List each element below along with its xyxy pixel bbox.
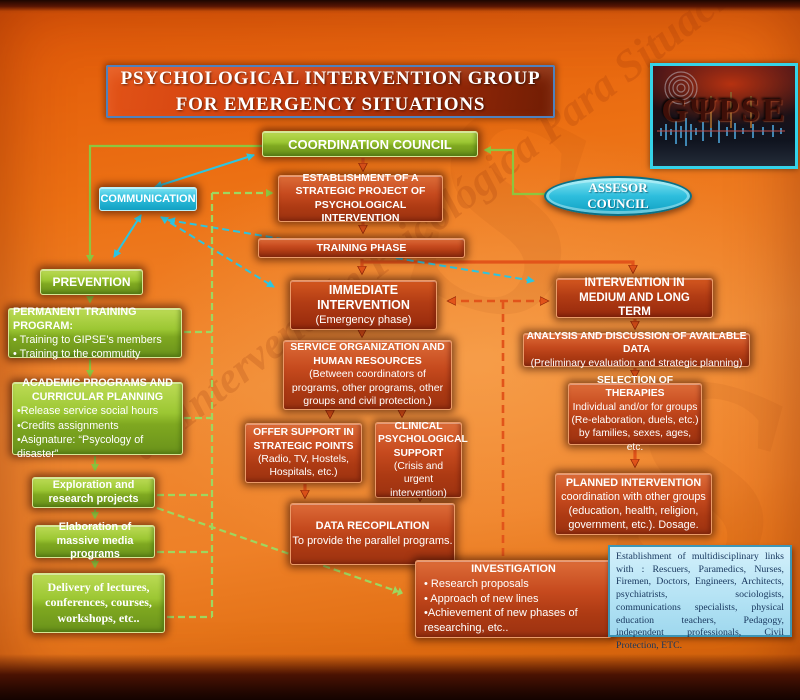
node-label: COMMUNICATION [100,193,196,205]
node-item: • Approach of new lines [424,592,539,605]
node-communication: COMMUNICATION [99,187,197,211]
node-title: ACADEMIC PROGRAMS AND CURRICULAR PLANNIN… [22,377,173,404]
cyan-dashed-links [160,216,535,288]
node-subtitle: (Preliminary evaluation and strategic pl… [530,357,743,369]
links-text: Establishment of multidisciplinary links… [616,551,784,652]
node-item: •Achievement of new phases of researchin… [424,607,578,635]
node-assesor-council: ASSESOR COUNCIL [544,176,692,216]
node-delivery-lectures: Delivery of lectures, conferences, cours… [32,573,165,633]
node-line: ASSESOR [588,179,648,195]
node-label: COORDINATION COUNCIL [288,136,452,152]
node-investigation: INVESTIGATION • Research proposals • App… [415,560,612,638]
gipse-logo: GΨPSE [650,63,798,169]
page-title: PSYCHOLOGICAL INTERVENTION GROUP FOR EME… [106,65,555,118]
node-subtitle: (Crisis and urgent intervention) [390,461,447,499]
node-label: INTERVENTION IN MEDIUM AND LONG TERM [579,276,690,319]
node-immediate-intervention: IMMEDIATE INTERVENTION (Emergency phase) [290,280,437,330]
node-offer-support: OFFER SUPPORT IN STRATEGIC POINTS (Radio… [245,423,362,483]
node-item: •Asignature: “Psycology of disaster” [17,433,144,460]
node-title: SELECTION OF THERAPIES [596,374,674,400]
node-title: OFFER SUPPORT IN STRATEGIC POINTS [253,427,354,452]
logo-wordmark: GΨPSE [661,92,787,129]
node-body: Individual and/or for groups (Re-elabora… [571,401,699,453]
node-item: •Release service social hours [17,405,159,418]
node-line: COUNCIL [587,196,649,211]
node-clinical-psychological-support: CLINICAL PSYCHOLOGICAL SUPPORT (Crisis a… [375,420,468,499]
node-data-recopilation: DATA RECOPILATION To provide the paralle… [290,503,455,565]
node-exploration-research: Exploration and research projects [32,477,155,508]
node-item: • Training to the commutity [13,348,141,361]
node-subtitle: To provide the parallel programs. [292,535,453,547]
node-prevention: PREVENTION [40,269,143,295]
node-title: SERVICE ORGANIZATION AND HUMAN RESOURCES [290,340,445,367]
node-analysis-available-data: ANALYSIS AND DISCUSSION OF AVAILABLE DAT… [523,330,750,369]
node-item: •Credits assignments [17,419,119,432]
node-academic-programs: ACADEMIC PROGRAMS AND CURRICULAR PLANNIN… [12,377,183,460]
node-subtitle: (Between coordinators of programs, other… [291,368,444,408]
node-label: ESTABLISHMENT OF A STRATEGIC PROJECT OF … [295,172,426,224]
multidisciplinary-links-box: Establishment of multidisciplinary links… [608,545,792,651]
node-label: Exploration and research projects [48,479,139,505]
node-label: Delivery of lectures, conferences, cours… [45,579,152,625]
node-body: coordination with other groups (educatio… [561,490,706,532]
bottom-dark-band [0,654,800,700]
node-title: PLANNED INTERVENTION [565,476,702,489]
node-service-organization: SERVICE ORGANIZATION AND HUMAN RESOURCES… [283,340,452,410]
node-title: PERMANENT TRAINING PROGRAM: [13,305,137,332]
cyan-communication-arrows [113,153,255,258]
node-training-phase: TRAINING PHASE [258,238,465,258]
node-planned-intervention: PLANNED INTERVENTION coordination with o… [555,473,712,535]
node-label: Elaboration of massive media programs [56,521,134,561]
node-item: • Training to GIPSE’s members [13,334,162,346]
node-title: IMMEDIATE INTERVENTION [317,282,410,313]
green-dashed-bus [156,189,403,619]
node-subtitle: (Radio, TV, Hostels, Hospitals, etc.) [258,454,349,479]
node-title: ANALYSIS AND DISCUSSION OF AVAILABLE DAT… [526,330,747,356]
green-flow-arrows [86,144,546,569]
node-title: CLINICAL PSYCHOLOGICAL SUPPORT [378,420,468,459]
top-dark-band [0,0,800,14]
node-establishment-strategic-project: ESTABLISHMENT OF A STRATEGIC PROJECT OF … [278,172,443,224]
orange-dashed-links [448,301,548,557]
node-coordination-council: COORDINATION COUNCIL [262,131,478,157]
node-intervention-medium-long-term: INTERVENTION IN MEDIUM AND LONG TERM [556,276,713,319]
node-elaboration-media: Elaboration of massive media programs [35,521,155,560]
node-title: DATA RECOPILATION [315,520,430,533]
title-line2: FOR EMERGENCY SITUATIONS [175,93,486,115]
node-subtitle: (Emergency phase) [315,313,412,326]
node-label: TRAINING PHASE [316,242,407,254]
node-permanent-training-program: PERMANENT TRAINING PROGRAM: • Training t… [8,305,182,361]
logo-art [657,71,785,146]
node-selection-of-therapies: SELECTION OF THERAPIES Individual and/or… [568,375,702,453]
node-label: PREVENTION [52,275,131,289]
node-title: INVESTIGATION [471,562,556,575]
node-item: • Research proposals [424,577,529,590]
title-line1: PSYCHOLOGICAL INTERVENTION GROUP [120,67,541,89]
